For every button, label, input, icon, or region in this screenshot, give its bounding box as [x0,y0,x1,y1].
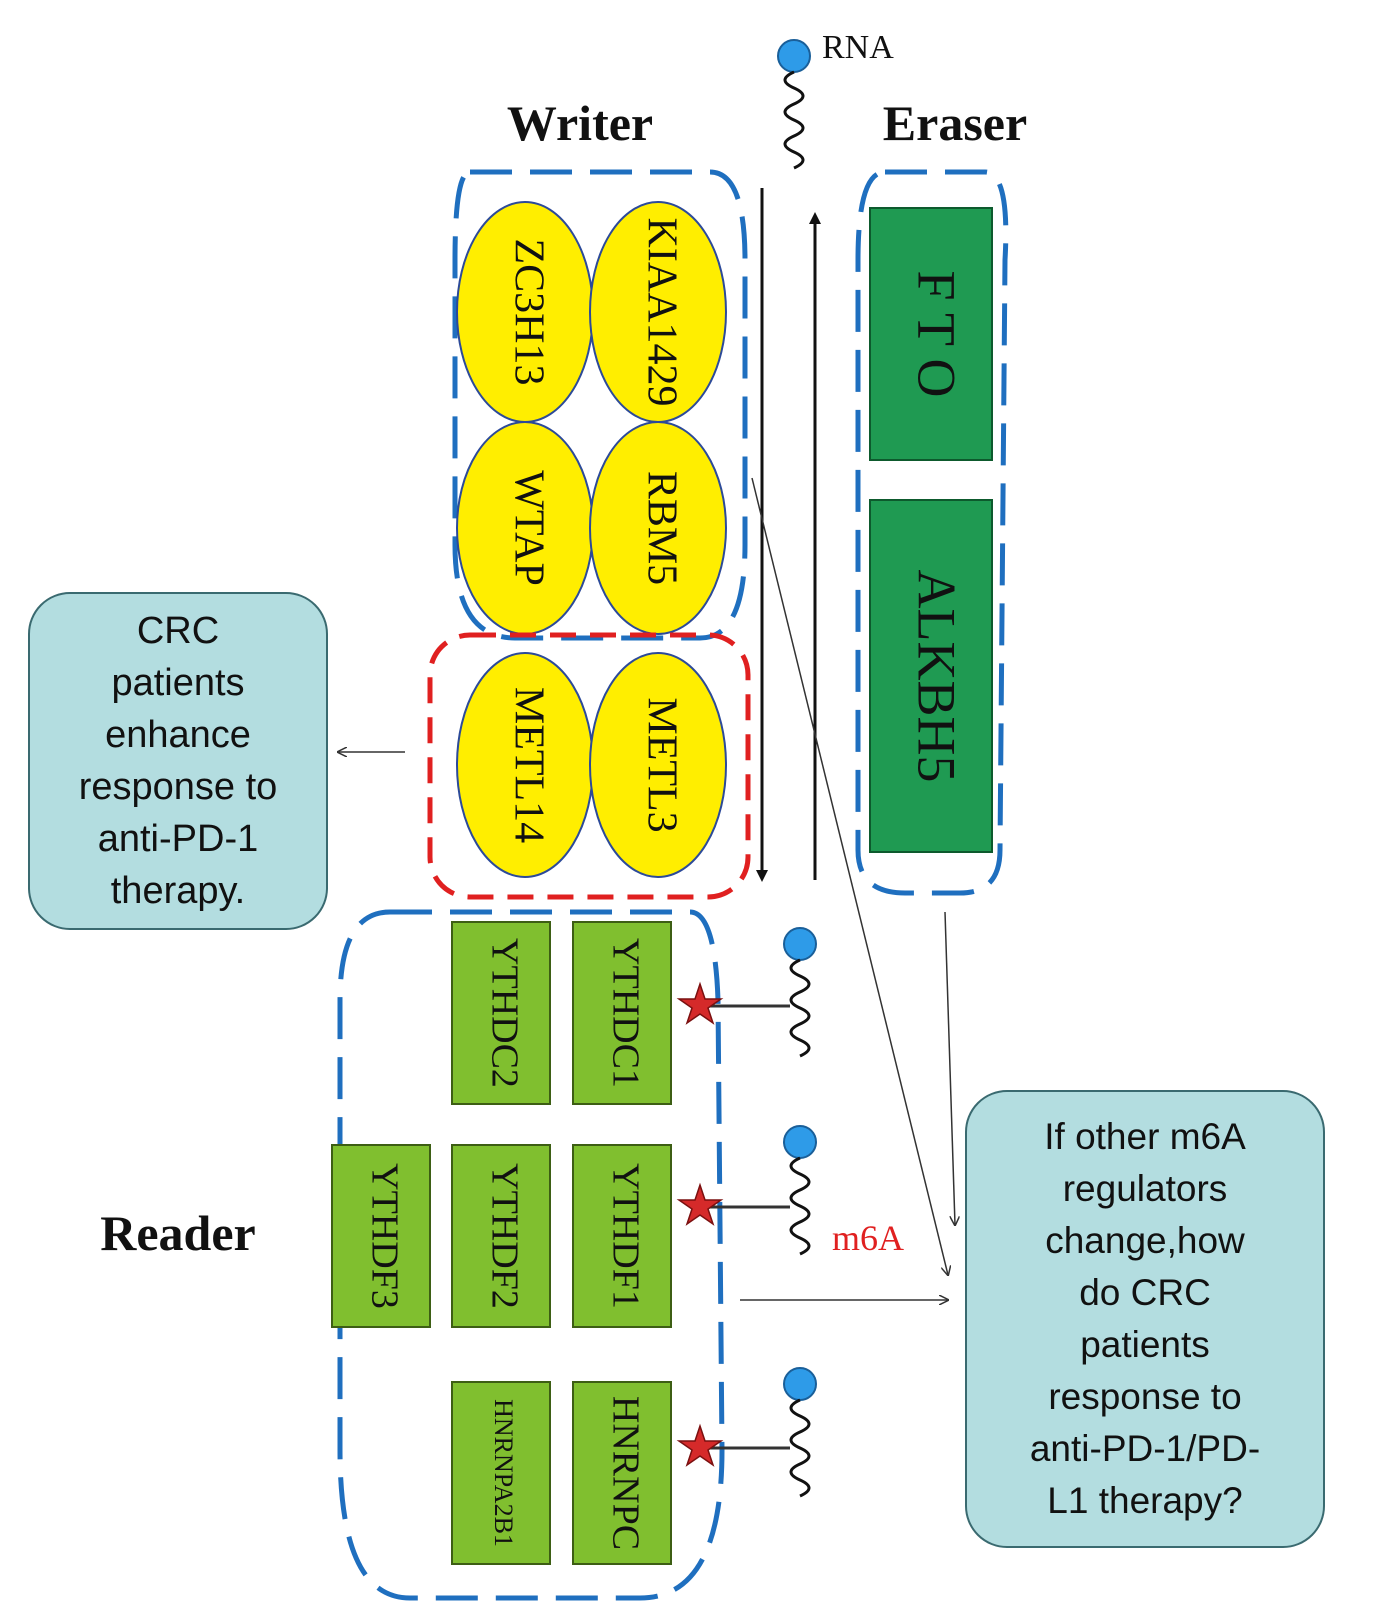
eraser-fto [869,207,993,461]
rna-molecule-reader-2: m6A [676,1125,904,1258]
reader-ythdf3 [331,1144,431,1328]
reader-ythdc1 [572,921,672,1105]
eraser-group-outline [855,169,1009,896]
left-callout-line: response to [78,766,278,808]
m6a-star [676,1423,724,1467]
left-callout-line: anti-PD-1 [97,818,259,860]
left-callout-line: patients [111,662,245,704]
reader-ythdc2 [451,921,551,1105]
rna-molecule-reader-3 [676,1367,817,1498]
right-callout-line: do CRC [1079,1272,1211,1313]
reader-heading: Reader [100,1205,256,1261]
reader-ythdf3-label: YTHDF3 [363,1163,405,1309]
left-callout-line: CRC [136,610,220,652]
writer-metl3-label: METL3 [638,697,684,832]
writer-kiaa1429-label: KIAA1429 [638,218,684,407]
eraser-alkbh5-label: ALKBH5 [907,570,967,783]
rna-strand [789,958,811,1058]
reader-ythdc1-label: YTHDC1 [604,938,646,1088]
right-callout-text: If other m6A regulators change,how do CR… [1030,1111,1260,1527]
rna-label: RNA [822,29,894,66]
eraser-alkbh5 [869,499,993,853]
m6a-star [676,981,724,1025]
rna-strand [783,70,805,170]
reader-hnrnpc [572,1381,672,1565]
left-callout-line: therapy. [110,870,246,912]
eraser-to-right-callout-arrow [944,911,955,1225]
m6a-star [676,1182,724,1226]
writer-metl3 [589,652,727,878]
rna-strand [789,1156,811,1256]
rna-bead [783,927,817,961]
rna-bead [783,1125,817,1159]
reader-group-outline [337,909,725,1601]
right-callout-line: patients [1080,1324,1210,1365]
methyltransferase-group-outline [427,632,751,900]
reader-ythdf1-label: YTHDF1 [604,1163,646,1309]
m6a-label: m6A [832,1218,904,1258]
writer-wtap-label: WTAP [505,470,551,586]
writer-group-outline [452,169,748,641]
reader-ythdc2-label: YTHDC2 [483,938,525,1088]
reader-ythdf1 [572,1144,672,1328]
reader-hnrnpc-label: HNRNPC [604,1396,646,1550]
writer-zc3h13-label: ZC3H13 [505,239,551,386]
reader-hnrnpa2b1-label: HNRNPA2B1 [489,1399,518,1547]
writer-to-right-callout-arrow [751,477,948,1275]
writer-rbm5 [589,421,727,635]
rna-bead [777,39,811,73]
right-callout-line: response to [1048,1376,1242,1417]
right-callout-line: anti-PD-1/PD- [1029,1428,1261,1469]
left-callout-line: enhance [105,714,251,756]
rna-strand [789,1398,811,1498]
right-callout-box: If other m6A regulators change,how do CR… [965,1090,1325,1548]
rna-bead [783,1367,817,1401]
right-callout-line: regulators [1062,1168,1228,1209]
rna-molecule-reader-1 [676,927,817,1058]
right-callout-line: If other m6A [1044,1116,1246,1157]
writer-metl14-label: METL14 [505,687,551,843]
reader-ythdf2 [451,1144,551,1328]
right-callout-line: L1 therapy? [1047,1480,1243,1521]
left-callout-box: CRC patients enhance response to anti-PD… [28,592,328,930]
eraser-fto-label: F T O [907,270,967,397]
writer-rbm5-label: RBM5 [638,471,684,585]
rna-molecule-top: RNA [777,29,894,170]
reader-hnrnpa2b1 [451,1381,551,1565]
eraser-heading: Eraser [883,95,1027,151]
left-callout-text: CRC patients enhance response to anti-PD… [79,605,278,917]
right-callout-line: change,how [1045,1220,1245,1261]
reader-ythdf2-label: YTHDF2 [483,1163,525,1309]
writer-heading: Writer [507,95,653,151]
